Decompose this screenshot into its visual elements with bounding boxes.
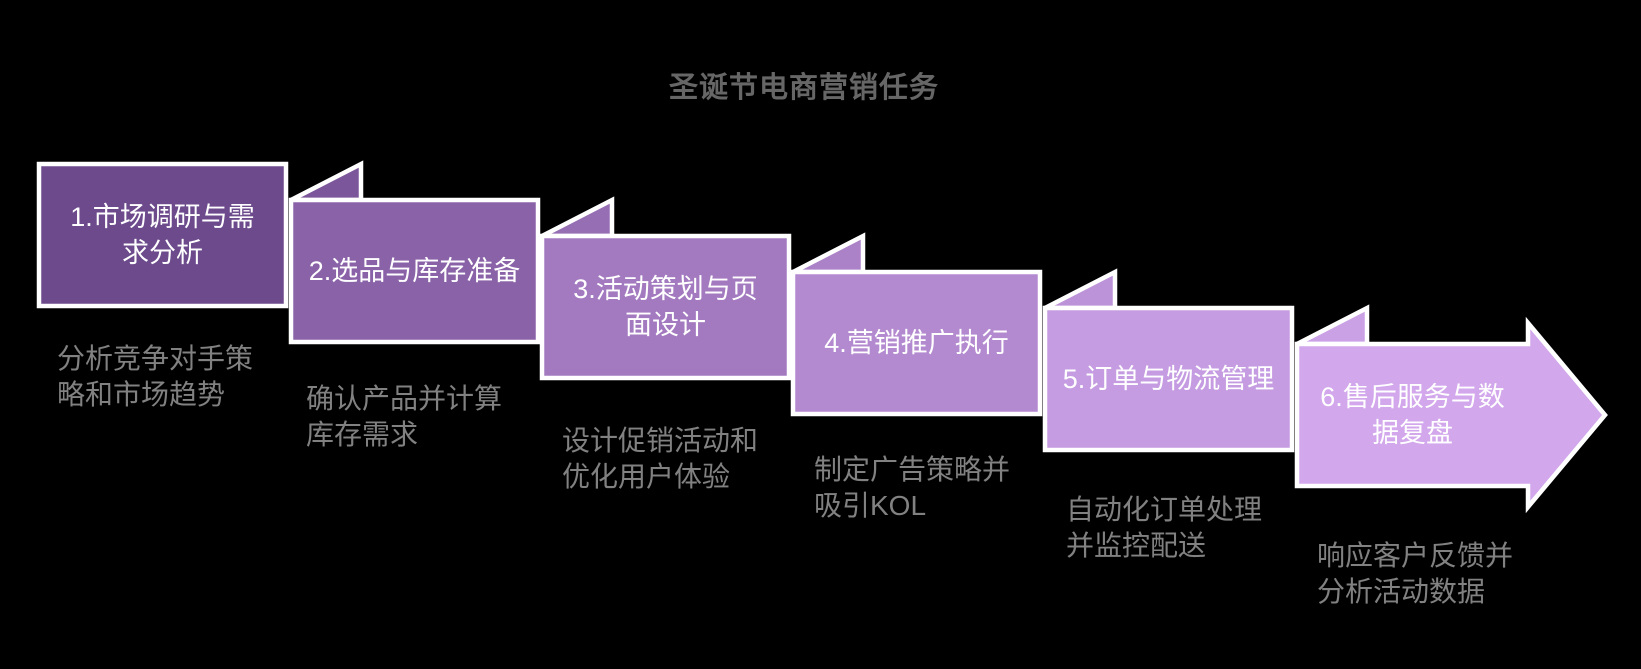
fold-triangle-step-5	[1043, 268, 1118, 311]
step-6-description-line-1: 响应客户反馈并	[1317, 540, 1514, 571]
step-1-label: 1.市场调研与需 求分析	[39, 164, 286, 306]
step-1-label-line-2: 求分析	[122, 238, 203, 268]
fold-triangle-step-2	[289, 160, 364, 203]
step-3-box	[539, 233, 792, 381]
step-5-label-line-1: 5.订单与物流管理	[1062, 364, 1275, 394]
step-3-description-line-1: 设计促销活动和	[562, 425, 759, 456]
step-3-description-line-2: 优化用户体验	[562, 461, 731, 492]
step-1-box	[36, 161, 289, 309]
step-2-label: 2.选品与库存准备	[291, 200, 538, 342]
step-3-label-line-1: 3.活动策划与页	[573, 274, 758, 304]
step-6-description-line-2: 分析活动数据	[1317, 576, 1486, 607]
step-3-label-line-2: 面设计	[625, 310, 706, 340]
diagram-title: 圣诞节电商营销任务	[668, 72, 939, 104]
step-1-label-line-1: 1.市场调研与需	[70, 202, 255, 232]
step-6-description: 响应客户反馈并 分析活动数据	[1317, 538, 1513, 610]
step-4-box	[790, 269, 1043, 417]
step-5-box	[1042, 305, 1295, 453]
step-6-label-line-2: 据复盘	[1372, 418, 1453, 448]
step-1-description-line-2: 略和市场趋势	[57, 379, 226, 410]
step-3-description: 设计促销活动和 优化用户体验	[562, 423, 758, 495]
step-2-description-line-2: 库存需求	[306, 419, 419, 450]
step-1-description: 分析竞争对手策 略和市场趋势	[57, 341, 253, 413]
fold-triangle-step-6	[1295, 304, 1370, 347]
step-5-description-line-1: 自动化订单处理	[1066, 494, 1263, 525]
step-6-label-line-1: 6.售后服务与数	[1320, 382, 1505, 412]
step-4-label: 4.营销推广执行	[793, 272, 1040, 414]
step-5-description: 自动化订单处理 并监控配送	[1066, 492, 1262, 564]
step-5-label: 5.订单与物流管理	[1045, 308, 1292, 450]
step-4-description: 制定广告策略并 吸引KOL	[814, 452, 1010, 524]
step-2-description: 确认产品并计算 库存需求	[306, 381, 502, 453]
fold-triangle-step-4	[791, 232, 866, 275]
step-1-description-line-1: 分析竞争对手策	[57, 343, 254, 374]
step-6-arrow-box	[1294, 316, 1608, 514]
step-5-description-line-2: 并监控配送	[1066, 530, 1207, 561]
step-2-description-line-1: 确认产品并计算	[306, 383, 503, 414]
step-4-description-line-2: 吸引KOL	[814, 490, 927, 521]
step-6-label: 6.售后服务与数 据复盘	[1297, 344, 1528, 486]
step-2-box	[288, 197, 541, 345]
step-4-description-line-1: 制定广告策略并	[814, 454, 1011, 485]
fold-triangle-step-3	[540, 196, 615, 239]
step-3-label: 3.活动策划与页 面设计	[542, 236, 789, 378]
step-2-label-line-1: 2.选品与库存准备	[308, 256, 521, 286]
step-4-label-line-1: 4.营销推广执行	[824, 328, 1009, 358]
